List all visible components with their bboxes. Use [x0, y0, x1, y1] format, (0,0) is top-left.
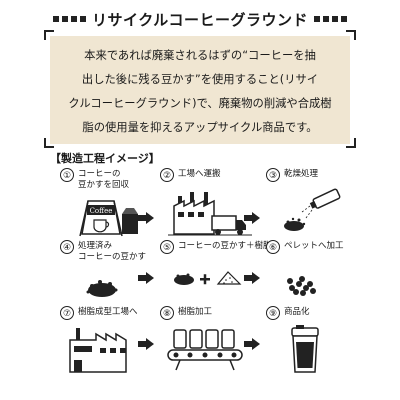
- step-number: ⑥: [266, 240, 280, 254]
- flow-arrow: [244, 338, 260, 350]
- step-number: ②: [160, 168, 174, 182]
- tumbler-product-illustration: [291, 325, 319, 373]
- flow-arrow: [138, 212, 154, 224]
- flow-arrow: [138, 338, 154, 350]
- description-box: 本来であれば廃棄されるはずの“コーヒーを抽 出した後に残る豆かす”を使用すること…: [50, 36, 350, 144]
- step-7: ⑦ 樹脂成型工場へ: [60, 306, 160, 378]
- box-corner: [346, 138, 356, 148]
- step-label: 樹脂成型工場へ: [78, 307, 138, 317]
- box-corner: [44, 30, 54, 40]
- flow-arrow: [138, 272, 154, 284]
- processed-grounds-illustration: [86, 280, 118, 297]
- process-title: 【製造工程イメージ】: [50, 152, 160, 165]
- step-number: ⑨: [266, 306, 280, 320]
- step-9: ⑨ 商品化: [266, 306, 366, 378]
- plus-icon: [200, 274, 210, 285]
- step-label: 商品化: [284, 307, 310, 317]
- step-number: ⑦: [60, 306, 74, 320]
- description-line: 本来であれば廃棄されるはずの“コーヒーを抽: [84, 49, 316, 62]
- factory-truck-illustration: [168, 192, 252, 236]
- step-label: 処理済み コーヒーの豆かす: [78, 241, 147, 262]
- title-row: リサイクルコーヒーグラウンド: [0, 8, 400, 30]
- flow-arrow: [244, 272, 260, 284]
- box-corner: [44, 138, 54, 148]
- step-label: コーヒーの豆かす＋樹脂: [178, 241, 272, 251]
- step-number: ③: [266, 168, 280, 182]
- step-5: ⑤ コーヒーの豆かす＋樹脂: [160, 240, 272, 312]
- box-corner: [346, 30, 356, 40]
- step-label: 樹脂加工: [178, 307, 213, 317]
- grounds-plus-resin-illustration: [174, 271, 242, 285]
- step-label: 乾燥処理: [284, 169, 319, 179]
- step-6: ⑥ ペレットへ加工: [266, 240, 366, 312]
- step-4: ④ 処理済み コーヒーの豆かす: [60, 240, 160, 312]
- drying-illustration: [284, 188, 341, 231]
- description-line: 出した後に残る豆かす”を使用すること(リサイ: [81, 73, 319, 86]
- title-decoration-right: [313, 16, 347, 22]
- page-title: リサイクルコーヒーグラウンド: [92, 10, 308, 29]
- flow-arrow: [244, 212, 260, 224]
- description-line: クルコーヒーグラウンド)で、廃棄物の削減や合成樹: [68, 97, 332, 110]
- step-number: ①: [60, 168, 74, 182]
- step-number: ⑤: [160, 240, 174, 254]
- description-line: 脂の使用量を抑えるアップサイクル商品です。: [82, 121, 318, 134]
- conveyor-illustration: [167, 329, 243, 371]
- step-3: ③ 乾燥処理: [266, 168, 366, 240]
- step-number: ④: [60, 240, 74, 254]
- sign-text: Coffee: [90, 207, 113, 215]
- step-label: ペレットへ加工: [284, 241, 344, 251]
- molding-factory-illustration: [69, 328, 127, 373]
- step-8: ⑧ 樹脂加工: [160, 306, 260, 378]
- step-label: 工場へ運搬: [178, 169, 221, 179]
- pellets-illustration: [287, 276, 316, 296]
- title-decoration-left: [53, 16, 87, 22]
- step-label: コーヒーの 豆かすを回収: [78, 169, 130, 190]
- step-2: ② 工場へ運搬: [160, 168, 260, 240]
- step-number: ⑧: [160, 306, 174, 320]
- coffee-sign-illustration: Coffee: [79, 200, 138, 237]
- step-1: ① コーヒーの 豆かすを回収 Coffee: [60, 168, 160, 240]
